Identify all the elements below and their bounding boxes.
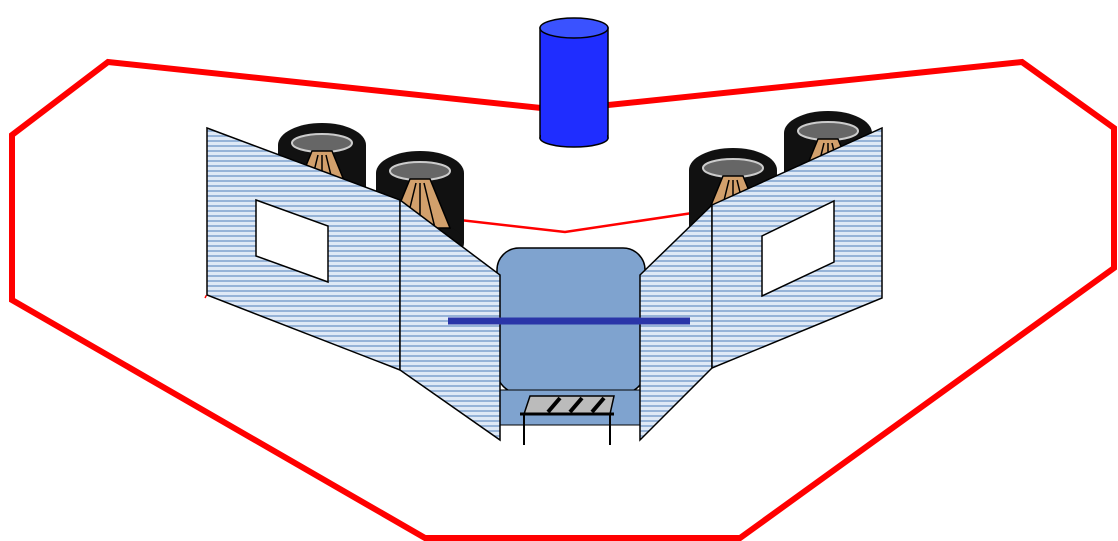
outer-boundary bbox=[9, 58, 1117, 541]
cylinder-icon bbox=[539, 17, 609, 148]
panel-right-window bbox=[761, 199, 835, 298]
bench-icon bbox=[520, 395, 615, 445]
panel-left-window bbox=[255, 198, 329, 284]
